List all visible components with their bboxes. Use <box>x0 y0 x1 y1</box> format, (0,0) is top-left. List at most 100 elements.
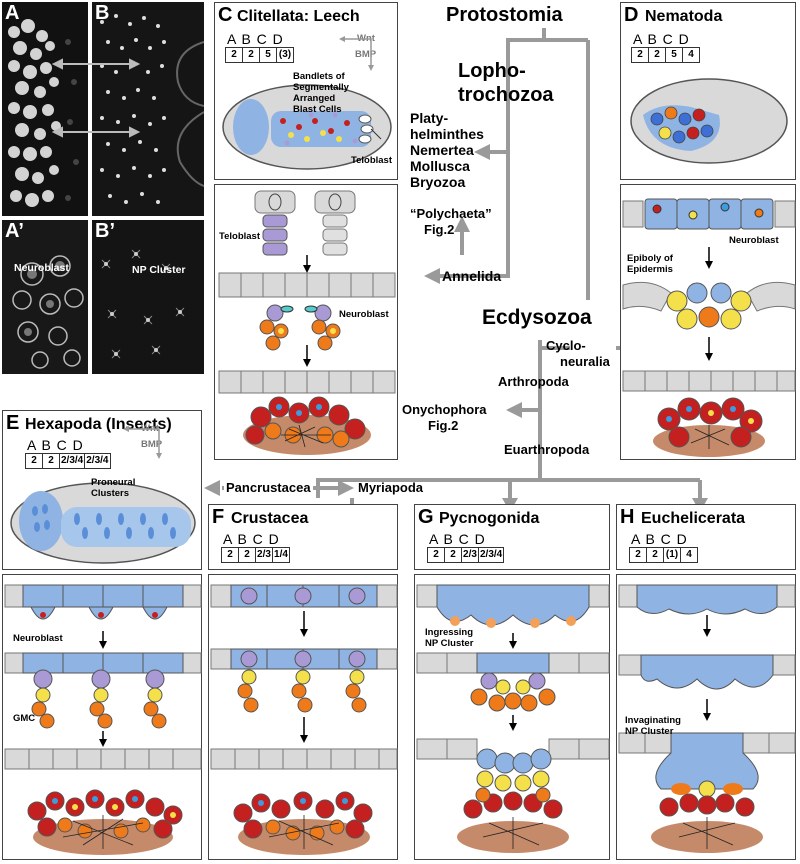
panel-h-value-d: 4 <box>686 549 692 560</box>
panel-d-header: D Nematoda A B C D 2 2 5 4 <box>620 2 796 180</box>
micrograph-a-label: A <box>5 2 20 24</box>
panel-c-abcd-values: 2 2 5 (3) <box>225 47 294 63</box>
micrograph-b-image <box>92 2 204 216</box>
label-polychaeta: “Polychaeta” <box>410 206 492 221</box>
panel-e-gmc-label: GMC <box>13 713 36 724</box>
micrograph-a-prime-label: A’ <box>5 220 24 242</box>
panel-d-letter: D <box>624 4 639 26</box>
panel-f-value-c: 2/3 <box>256 548 273 562</box>
panel-f-title: Crustacea <box>231 510 309 527</box>
panel-e-proneural-2: Clusters <box>91 488 130 499</box>
label-annelida: Annelida <box>442 268 502 284</box>
panel-h-stages: Invaginating NP Cluster <box>616 574 796 860</box>
panel-c-teloblast-label: Teloblast <box>351 155 392 166</box>
panel-h-abcd-letters: A B C D <box>631 531 688 547</box>
panel-g-abcd-letters: A B C D <box>429 531 486 547</box>
panel-d-value-c: 5 <box>666 48 683 62</box>
panel-e-stages: Neuroblast GMC <box>2 574 202 860</box>
label-bryozoa: Bryozoa <box>410 174 466 190</box>
panel-g-value-d: 2/3/4 <box>480 549 503 560</box>
panel-e-abcd-letters: A B C D <box>27 437 84 453</box>
panel-h-invag-2: NP Cluster <box>625 726 674 737</box>
panel-c-neuroblast-label: Neuroblast <box>339 309 389 320</box>
panel-c-header: C Clitellata: Leech A B C D 2 2 5 (3) Wn… <box>214 2 398 180</box>
correspondence-arrows <box>52 58 141 138</box>
panel-f-value-b: 2 <box>239 548 256 562</box>
panel-f-letter: F <box>212 506 225 528</box>
panel-h-invag-1: Invaginating <box>625 715 681 726</box>
panel-c-teloblast-label-2: Teloblast <box>219 231 260 242</box>
panel-h-letter: H <box>620 506 635 528</box>
panel-e-value-d: 2/3/4 <box>86 455 109 466</box>
panel-d-abcd-values: 2 2 5 4 <box>631 47 700 63</box>
panel-c-value-b: 2 <box>243 48 260 62</box>
panel-d-stages: Neuroblast Epiboly of Epidermis <box>620 184 796 460</box>
panel-d-value-b: 2 <box>649 48 666 62</box>
micrograph-a-prime: A’ Neuroblast <box>2 220 88 374</box>
panel-g-ingress-1: Ingressing <box>425 627 474 638</box>
panel-c-title: Clitellata: Leech <box>237 8 360 25</box>
panel-c-bandlets-3: Arranged <box>293 93 336 104</box>
micrograph-a: A <box>2 2 88 216</box>
panel-d-embryo <box>630 78 788 164</box>
panel-c-letter: C <box>218 4 233 26</box>
label-pancrustacea: Pancrustacea <box>224 480 313 495</box>
panel-h-stage-drawing <box>618 584 796 853</box>
panel-h-value-b: 2 <box>647 548 664 562</box>
panel-g-header: G Pycnogonida A B C D 2 2 2/3 2/3/4 <box>414 504 610 570</box>
panel-e-proneural-1: Proneural <box>91 477 136 488</box>
panel-d-abcd-letters: A B C D <box>633 31 690 47</box>
panel-e-value-c: 2/3/4 <box>61 454 86 468</box>
panel-d-value-a: 2 <box>632 48 649 62</box>
panel-d-title: Nematoda <box>645 8 723 25</box>
panel-g-stages: Ingressing NP Cluster <box>414 574 610 860</box>
label-fig2-annelid: Fig.2 <box>424 222 455 237</box>
panel-d-stage-drawing <box>622 198 796 457</box>
panel-g-letter: G <box>418 506 434 528</box>
panel-e-abcd-values: 2 2 2/3/4 2/3/4 <box>25 453 111 469</box>
panel-c-value-c: 5 <box>260 48 277 62</box>
label-lophotrochozoa-2: trochozoa <box>458 84 554 106</box>
panel-c-abcd-letters: A B C D <box>227 31 284 47</box>
panel-e-neuroblast-label: Neuroblast <box>13 633 63 644</box>
panel-e-bmp: BMP <box>141 439 163 450</box>
panel-c-bmp: BMP <box>355 49 377 60</box>
panel-f-abcd-values: 2 2 2/3 1/4 <box>221 547 290 563</box>
micrograph-b-prime: B’ NP Cluster <box>92 220 204 374</box>
label-cycloneuralia-1: Cyclo- <box>546 338 586 353</box>
panel-d-epiboly-1: Epiboly of <box>627 253 673 264</box>
panel-g-title: Pycnogonida <box>439 510 540 527</box>
panel-f-header: F Crustacea A B C D 2 2 2/3 1/4 <box>208 504 398 570</box>
micrograph-b-prime-label: B’ <box>95 220 115 242</box>
panel-h-abcd-values: 2 2 (1) 4 <box>629 547 698 563</box>
label-nemertea: Nemertea <box>410 142 474 158</box>
neuroblast-label: Neuroblast <box>14 262 69 274</box>
panel-f-abcd-letters: A B C D <box>223 531 280 547</box>
label-mollusca: Mollusca <box>410 158 470 174</box>
panel-f-stages <box>208 574 398 860</box>
panel-e-value-a: 2 <box>26 454 43 468</box>
panel-e-value-b: 2 <box>43 454 60 468</box>
panel-c-stage-drawing <box>218 190 396 455</box>
panel-d-epiboly-2: Epidermis <box>627 264 673 275</box>
label-onychophora: Onychophora <box>402 402 487 417</box>
panel-g-value-c: 2/3 <box>462 548 479 562</box>
panel-h-value-a: 2 <box>630 548 647 562</box>
micrograph-b-label: B <box>95 2 110 24</box>
panel-e-stage-drawing <box>4 584 202 855</box>
panel-c-stages: Teloblast Neuroblast <box>214 184 398 460</box>
panel-g-value-a: 2 <box>428 548 445 562</box>
label-ecdysozoa: Ecdysozoa <box>482 306 592 329</box>
micrograph-a-prime-image <box>2 220 88 374</box>
label-arthropoda: Arthropoda <box>498 374 569 389</box>
panel-c-value-d: (3) <box>278 49 292 60</box>
micrograph-b-prime-image <box>92 220 204 374</box>
panel-c-embryo <box>222 36 392 170</box>
label-euarthropoda: Euarthropoda <box>504 442 590 457</box>
panel-f-value-a: 2 <box>222 548 239 562</box>
panel-c-bandlets-1: Bandlets of <box>293 71 345 82</box>
panel-e-letter: E <box>6 412 20 434</box>
label-lophotrochozoa-1: Lopho- <box>458 60 526 82</box>
label-protostomia: Protostomia <box>446 4 563 26</box>
